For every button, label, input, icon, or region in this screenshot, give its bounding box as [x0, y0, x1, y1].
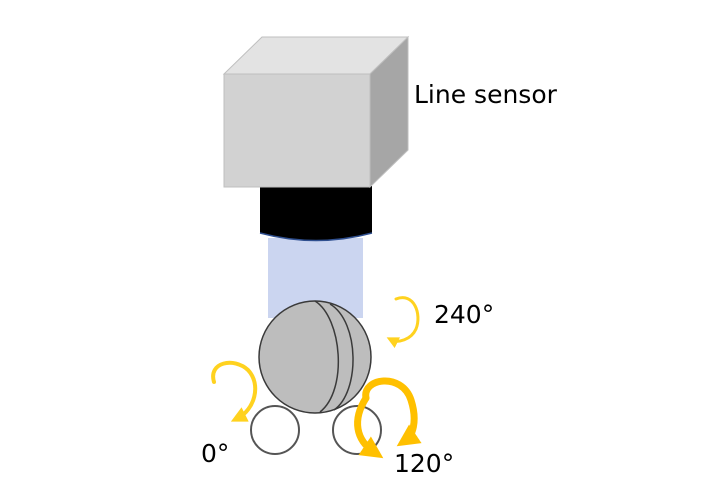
roller-left [250, 405, 300, 455]
line-sensor-box [222, 35, 410, 189]
ball-seam-2 [329, 303, 354, 411]
ball [258, 300, 372, 414]
rotation-arrow-0 [211, 360, 258, 422]
camera-lens [260, 186, 372, 241]
ball-seam [314, 300, 339, 413]
angle-0-label: 0° [201, 439, 229, 468]
rotation-arrow-120 [362, 377, 422, 447]
sensor-box-front [223, 73, 371, 188]
line-sensor-label: Line sensor [414, 80, 558, 109]
ball-body [258, 300, 372, 414]
rotation-arrow-240 [386, 296, 420, 349]
angle-240-label: 240° [434, 300, 494, 329]
rotation-arrow-120-tail [354, 394, 384, 459]
angle-120-label: 120° [394, 449, 454, 478]
roller-right [332, 405, 382, 455]
camera-lens-rim [259, 232, 373, 242]
